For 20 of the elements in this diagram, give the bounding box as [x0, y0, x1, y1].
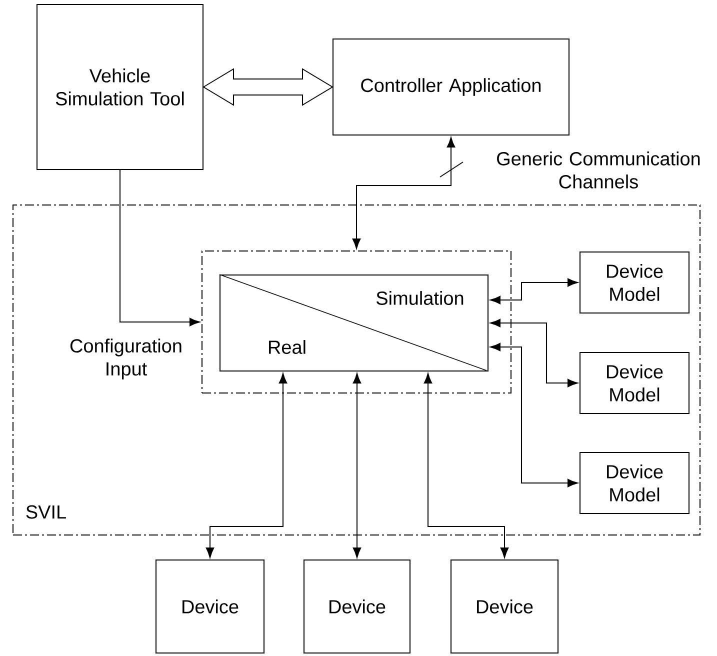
arrow [120, 170, 200, 326]
arrow [206, 373, 288, 558]
arrow [352, 373, 362, 558]
process-box: Device Model [580, 252, 690, 314]
arrow [490, 278, 578, 304]
split-box: Simulation Real [219, 274, 488, 372]
edge-label: Generic Communication Channels [482, 150, 716, 190]
arrow [490, 318, 578, 388]
process-box: Device Model [580, 452, 690, 514]
dashed-region [202, 250, 512, 394]
edge-label: Configuration Input [60, 338, 192, 380]
process-box: Device [304, 560, 410, 654]
process-box: Device Model [580, 352, 690, 414]
arrow [424, 373, 509, 558]
arrow [490, 342, 578, 488]
process-box: Vehicle Simulation Tool [36, 4, 204, 170]
process-box: Device [450, 560, 558, 654]
process-box: Device [156, 560, 264, 654]
process-box: Controller Application [332, 38, 570, 136]
arrow [352, 137, 456, 249]
